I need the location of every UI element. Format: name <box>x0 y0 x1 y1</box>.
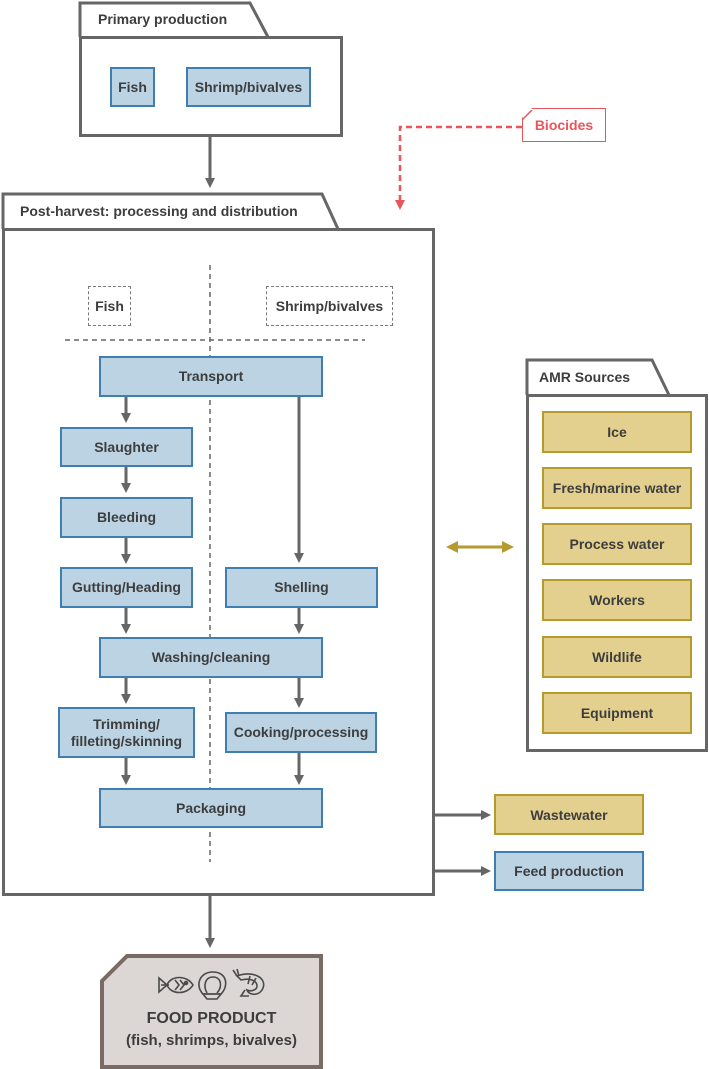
food-product-subtitle: (fish, shrimps, bivalves) <box>126 1032 297 1049</box>
step-gutting: Gutting/Heading <box>60 567 193 608</box>
primary-tab <box>78 1 270 38</box>
food-icons <box>155 966 275 1004</box>
primary-shrimp-box: Shrimp/bivalves <box>186 67 311 107</box>
amr-item-ice: Ice <box>542 411 692 453</box>
food-product-box <box>100 954 323 1069</box>
amr-frame <box>526 394 708 752</box>
step-packaging: Packaging <box>99 788 323 828</box>
step-washing: Washing/cleaning <box>99 637 323 678</box>
food-product-title: FOOD PRODUCT <box>146 1010 277 1027</box>
fish-icon <box>158 976 194 994</box>
step-trimming: Trimming/ filleting/skinning <box>58 707 195 758</box>
biocides-label: Biocides <box>522 108 606 142</box>
shrimp-icon <box>232 968 265 997</box>
step-cooking: Cooking/processing <box>225 712 377 753</box>
amr-item-equipment: Equipment <box>542 692 692 734</box>
amr-title: AMR Sources <box>539 369 631 385</box>
step-slaughter: Slaughter <box>60 427 193 467</box>
step-trimming-line1: Trimming/ <box>93 715 160 732</box>
amr-item-process-water: Process water <box>542 523 692 565</box>
amr-item-workers: Workers <box>542 579 692 621</box>
biocides-arrow <box>395 125 522 210</box>
column-header-fish: Fish <box>88 286 131 326</box>
primary-fish-box: Fish <box>110 67 155 107</box>
amr-item-wildlife: Wildlife <box>542 636 692 678</box>
postharvest-title: Post-harvest: processing and distributio… <box>20 203 298 219</box>
bivalve-icon <box>198 971 227 1000</box>
output-feed-production: Feed production <box>494 851 644 891</box>
step-trimming-line2: filleting/skinning <box>70 732 183 749</box>
primary-production-title: Primary production <box>98 11 228 27</box>
column-header-shrimp: Shrimp/bivalves <box>266 286 393 326</box>
biocides-corner <box>521 108 533 121</box>
postharvest-tab <box>1 192 340 230</box>
step-transport: Transport <box>99 356 323 397</box>
primary-production-frame <box>79 36 343 137</box>
output-wastewater: Wastewater <box>494 794 644 835</box>
step-bleeding: Bleeding <box>60 497 193 538</box>
amr-tab <box>525 358 671 396</box>
step-shelling: Shelling <box>225 567 378 608</box>
amr-item-fresh-marine-water: Fresh/marine water <box>542 467 692 509</box>
postharvest-frame <box>2 228 435 896</box>
